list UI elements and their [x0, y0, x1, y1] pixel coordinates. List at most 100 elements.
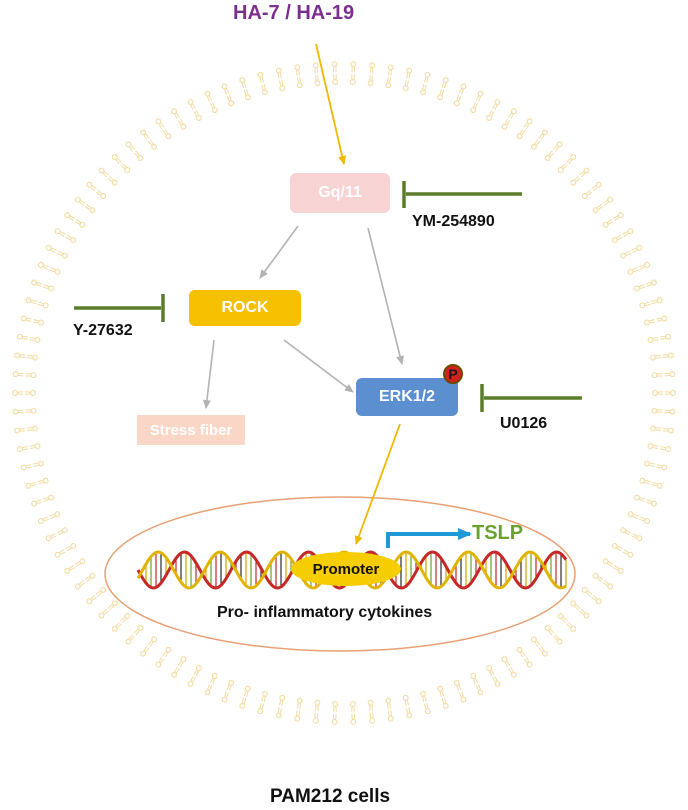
promoter-node: Promoter [291, 552, 401, 586]
phospholipid [627, 511, 651, 525]
phospholipid [592, 572, 614, 590]
phospholipid [486, 665, 501, 687]
phospholipid [45, 244, 68, 259]
phospholipid [453, 679, 467, 703]
phospholipid [98, 167, 118, 186]
phospholipid [74, 572, 96, 590]
inhibitor-u0126-label: U0126 [500, 415, 548, 432]
phospholipid [25, 477, 49, 489]
gq-to-rock-arrow [259, 225, 299, 279]
promoter-label: Promoter [312, 560, 380, 578]
phospholipid [221, 83, 235, 107]
erk-label: ERK1/2 [378, 388, 436, 405]
cell-label: PAM212 cells [270, 786, 391, 807]
phospholipid [602, 212, 624, 228]
phospholipid [470, 90, 484, 114]
phospholipid [111, 613, 131, 632]
phospholipid [516, 118, 533, 140]
phospholipid [331, 61, 339, 86]
phospholipid [16, 333, 41, 343]
phospholipid [125, 625, 144, 645]
phospholipid [312, 699, 321, 724]
phospholipid [155, 646, 172, 668]
phospholipid [204, 90, 218, 114]
phospholipid [14, 352, 38, 361]
phospholipid [155, 118, 172, 140]
phospholipid [620, 244, 643, 259]
stress-fiber-label: Stress fiber [149, 421, 233, 439]
phospholipid [516, 646, 533, 668]
inhibitor-erk-bar [480, 384, 582, 412]
phospholipid [312, 62, 321, 87]
phospholipid [140, 636, 158, 657]
phospholipid [611, 228, 634, 243]
phospholipid [111, 154, 131, 173]
phospholipid [530, 636, 548, 657]
phospholipid [385, 64, 394, 89]
phospholipid [14, 425, 38, 434]
phospholipid [125, 141, 144, 161]
phospholipid [570, 167, 590, 186]
phospho-label: P [448, 366, 458, 382]
phospholipid [385, 697, 394, 722]
phospholipid [294, 697, 303, 722]
phospholipid [257, 690, 268, 715]
phospholipid [643, 315, 668, 326]
gq11-label: Gq/11 [318, 184, 362, 201]
phospholipid [437, 77, 449, 101]
phospholipid [204, 672, 218, 696]
nucleus-label: Pro- inflammatory cytokines [217, 604, 433, 621]
rock-to-stress-fiber-arrow [202, 339, 215, 409]
phospholipid [470, 672, 484, 696]
phospholipid [20, 315, 45, 326]
phospholipid [602, 558, 624, 574]
phospholipid [64, 558, 86, 574]
inhibitor-gq-bar [402, 181, 522, 208]
ligand-label: HA-7 / HA-19 [233, 2, 355, 24]
phospholipid [187, 665, 202, 687]
phospholipid [639, 297, 663, 309]
phospholipid [647, 443, 672, 453]
phospholipid [453, 83, 467, 107]
phospholipid [627, 261, 651, 275]
phospholipid [45, 527, 68, 542]
phospholipid [74, 196, 96, 214]
phospholipid [239, 685, 251, 709]
phospholipid [275, 694, 286, 719]
phospholipid [402, 694, 413, 719]
phospholipid [31, 279, 55, 292]
phospholipid [187, 99, 202, 121]
phospholipid [647, 333, 672, 343]
phospholipid [367, 62, 376, 87]
gq11-node: Gq/11 [290, 173, 390, 213]
phospholipid [639, 477, 663, 489]
phospholipid [651, 407, 676, 415]
phospholipid [420, 71, 431, 96]
inhibitor-ym254890-label: YM-254890 [412, 213, 495, 230]
phospholipid [98, 600, 118, 619]
phospholipid [349, 700, 357, 725]
phospholipid [12, 390, 36, 396]
phospholipid [420, 690, 431, 715]
phospholipid [620, 527, 643, 542]
phospholipid [86, 586, 107, 605]
phospholipid [501, 656, 517, 678]
phospholipid [650, 425, 674, 434]
phospholipid [275, 67, 286, 92]
phospholipid [257, 71, 268, 96]
phospholipid [31, 494, 55, 507]
phospholipid [633, 279, 657, 292]
phospholipid [20, 460, 45, 471]
phospholipid [557, 154, 577, 173]
tslp-label: TSLP [472, 522, 524, 544]
phospholipid [570, 600, 590, 619]
phospholipid [294, 64, 303, 89]
nucleus [104, 496, 576, 652]
ligand-arrow [315, 43, 347, 165]
phospholipid [349, 61, 357, 86]
phospholipid [54, 228, 77, 243]
phospholipid [367, 699, 376, 724]
phospholipid [140, 129, 158, 150]
phospholipid [530, 129, 548, 150]
